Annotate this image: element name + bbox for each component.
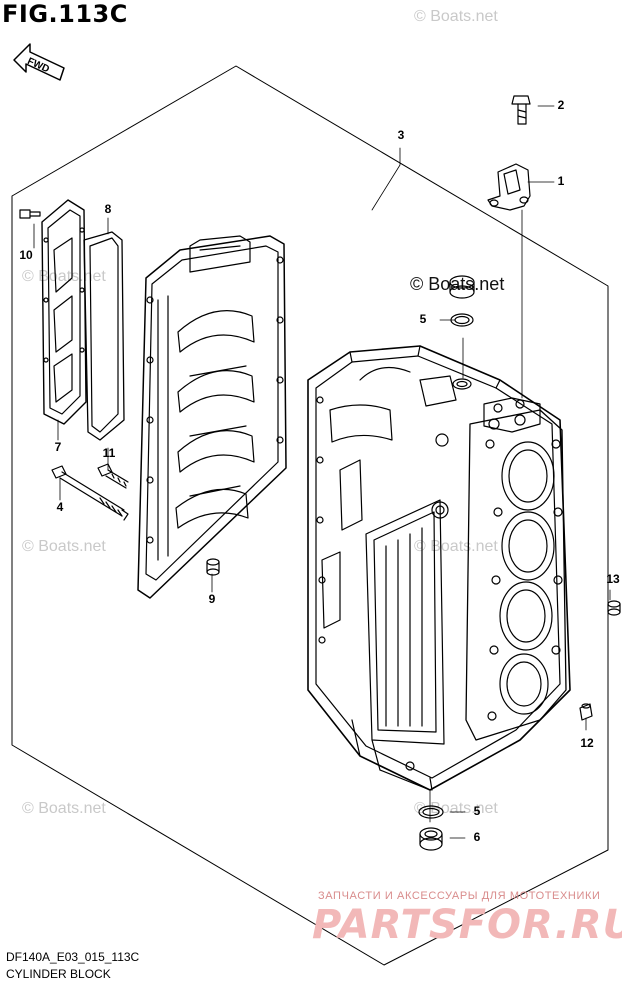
long-bolt-part-4 (51, 465, 129, 521)
callout-8: 8 (104, 202, 112, 216)
screw-part-10 (19, 209, 41, 219)
drain-plug-part-6 (419, 827, 443, 851)
watermark: © Boats.net (414, 8, 498, 25)
crankcase-half (137, 235, 287, 599)
bolt-part-2 (511, 95, 531, 125)
plug-part-13 (607, 600, 621, 616)
plug-part-6-top (449, 275, 475, 299)
cylinder-block (307, 345, 571, 791)
promo-subtitle: ЗАПЧАСТИ И АКСЕССУАРЫ ДЛЯ МОТОТЕХНИКИ (318, 890, 601, 902)
callout-3: 3 (397, 128, 405, 142)
watermark: © Boats.net (414, 538, 498, 555)
overlay-watermark: © Boats.net (410, 274, 505, 294)
bracket-part-1 (487, 163, 531, 211)
callout-13: 13 (606, 572, 620, 586)
promo-brand: PARTSFOR.RU (312, 902, 622, 948)
callout-11: 11 (102, 446, 116, 460)
fwd-arrow-icon (13, 43, 65, 81)
o-ring-part-5-bottom (418, 805, 444, 819)
diagram-frame (11, 65, 609, 966)
port-plug-top (452, 378, 472, 390)
o-ring-part-5-top (450, 313, 474, 327)
stud-part-11 (97, 463, 129, 489)
callout-10: 10 (19, 248, 33, 262)
diagram-name: CYLINDER BLOCK (6, 967, 111, 981)
gasket-part-8 (83, 231, 125, 441)
callout-9: 9 (208, 592, 216, 606)
callout-6: 6 (473, 830, 481, 844)
callout-2: 2 (557, 98, 565, 112)
watermark: © Boats.net (22, 800, 106, 817)
nipple-part-12 (579, 703, 593, 721)
callout-5-bottom: 5 (473, 804, 481, 818)
callout-12: 12 (580, 736, 594, 750)
callout-5-top: 5 (419, 312, 427, 326)
callout-4: 4 (56, 500, 64, 514)
cover-plate-part-7 (41, 199, 87, 425)
watermark: © Boats.net (414, 800, 498, 817)
diagram-code: DF140A_E03_015_113C (6, 950, 140, 964)
callout-1: 1 (557, 174, 565, 188)
dowel-pin-part-9 (206, 558, 220, 576)
watermark: © Boats.net (22, 538, 106, 555)
figure-title: FIG.113C (2, 0, 128, 28)
callout-7: 7 (54, 440, 62, 454)
